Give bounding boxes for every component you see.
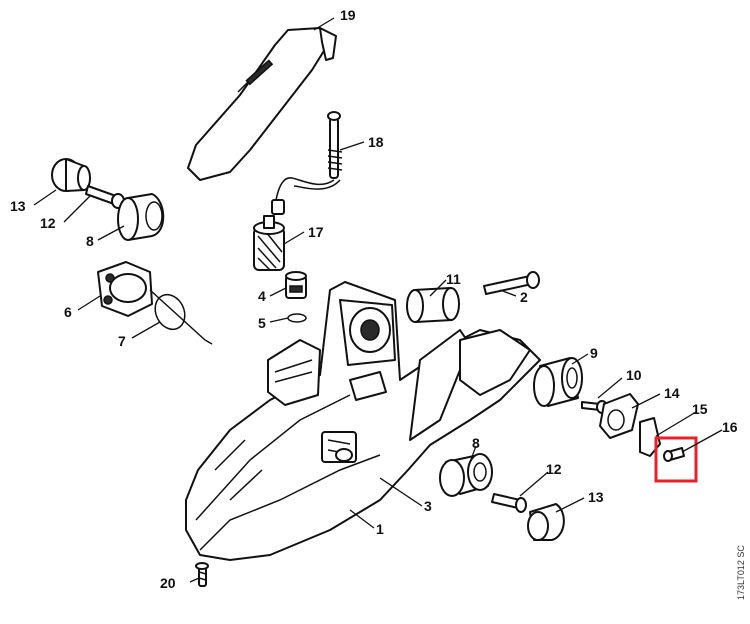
part-17-fuel-filter (253, 215, 285, 271)
part-19-handle (187, 27, 337, 181)
part-8-buffer-left (117, 193, 165, 241)
part-20-screw (195, 562, 209, 587)
part-7-o-ring (154, 293, 186, 331)
callout-12-lower: 12 (546, 461, 562, 477)
part-2-bolt (483, 271, 540, 295)
callout-13-lower: 13 (588, 489, 604, 505)
part-1-housing (185, 281, 541, 561)
callout-14: 14 (664, 385, 680, 401)
leader-lines (33, 17, 723, 583)
callout-9: 9 (590, 345, 598, 361)
part-18-fuel-pickup (271, 111, 343, 215)
part-12-stud-lower (491, 493, 527, 513)
part-8-buffer-lower (439, 453, 493, 497)
callout-17: 17 (308, 224, 324, 240)
part-9-buffer-right (533, 357, 583, 407)
drawing-code: 173LT012 SC (736, 545, 746, 600)
callout-1: 1 (376, 521, 384, 537)
callout-6: 6 (64, 304, 72, 320)
callout-15: 15 (692, 401, 708, 417)
callout-18: 18 (368, 134, 384, 150)
highlight-box-part-16 (654, 436, 698, 483)
callout-7: 7 (118, 333, 126, 349)
part-13-plug-lower (527, 503, 565, 541)
callout-10: 10 (626, 367, 642, 383)
callout-13-upper: 13 (10, 198, 26, 214)
part-6-oil-pump (97, 261, 213, 345)
callout-20: 20 (160, 575, 176, 591)
callout-11: 11 (446, 271, 461, 287)
callout-3: 3 (424, 498, 432, 514)
callout-8-lower: 8 (472, 435, 480, 451)
part-16-screw (663, 447, 685, 462)
callout-2: 2 (520, 289, 528, 305)
callout-8-upper: 8 (86, 233, 94, 249)
callout-19: 19 (340, 7, 356, 23)
part-5-seal-ring (287, 313, 307, 323)
part-14-chain-catcher (599, 393, 639, 439)
callout-16: 16 (722, 419, 738, 435)
part-13-plug-left (51, 158, 91, 192)
callout-12-upper: 12 (40, 215, 56, 231)
part-12-stud-left (85, 185, 125, 209)
callout-5: 5 (258, 315, 266, 331)
part-4-valve (285, 271, 307, 299)
callout-4: 4 (258, 288, 266, 304)
